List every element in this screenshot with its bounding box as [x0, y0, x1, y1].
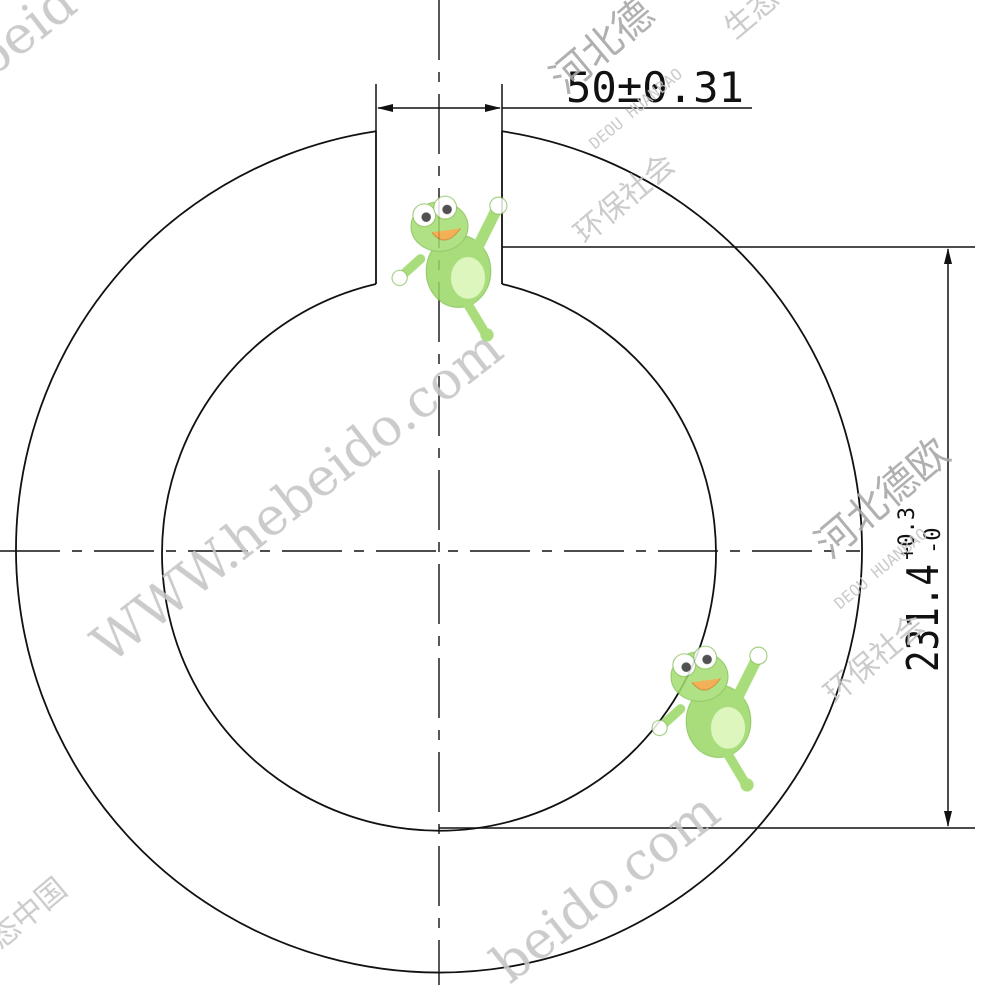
dim-depth-tol-upper: +0.3: [895, 507, 920, 560]
dim-depth-label-group: 231.4 +0.3 -0: [895, 507, 949, 672]
watermark-slogan-top-b: 生态中国: [718, 0, 832, 46]
dim-width-label: 50±0.31: [566, 63, 744, 112]
watermark-site-main: WWW.hebeido.com: [81, 318, 514, 675]
dimension-keyway-width: [375, 84, 752, 131]
watermark-layer: WWW.hebeido.com beido.com beid 河北德 DEOU …: [0, 0, 959, 990]
frog-mascot-bottom: [652, 646, 767, 791]
dimension-keyway-depth: [439, 246, 975, 829]
dim-depth-tol-lower: -0: [921, 528, 946, 555]
watermark-site-bottom: beido.com: [481, 781, 731, 985]
dim-depth-label: 231.4: [898, 564, 949, 672]
watermark-slogan-bottom-left: 态中国: [0, 871, 74, 956]
center-lines: [0, 0, 860, 985]
frog-mascot-top: [392, 196, 507, 341]
watermark-slogan-top: 环保社会: [568, 147, 682, 251]
watermark-site-top: beid: [0, 0, 88, 90]
